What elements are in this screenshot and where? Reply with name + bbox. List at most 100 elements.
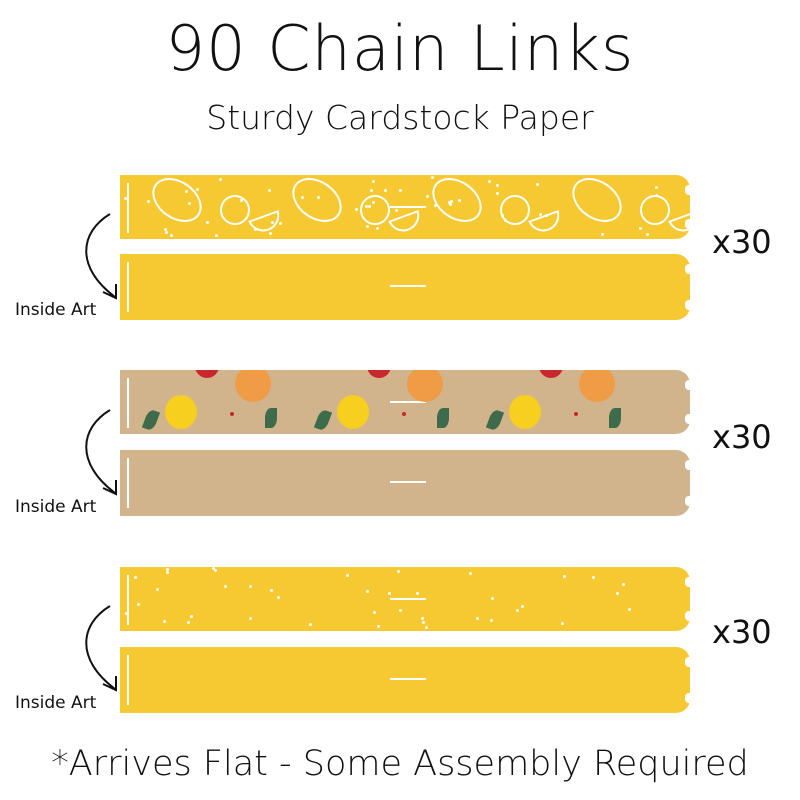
confetti-dot	[165, 568, 169, 572]
dot	[538, 213, 542, 217]
leaf-icon	[141, 408, 161, 432]
dot	[655, 186, 659, 190]
dot	[450, 199, 454, 203]
confetti-dot	[469, 572, 473, 576]
dot	[654, 194, 658, 198]
confetti-dot	[376, 625, 380, 629]
dot	[394, 208, 398, 212]
dot	[426, 194, 430, 198]
leaf-icon	[609, 408, 621, 428]
dot	[372, 201, 376, 205]
dot	[368, 205, 372, 209]
confetti-dot	[490, 596, 494, 600]
dot	[215, 234, 219, 238]
apple-slice-icon	[195, 370, 219, 378]
curved-arrow-icon	[85, 605, 117, 692]
confetti-dot	[248, 584, 252, 588]
count-label: x30	[712, 613, 772, 651]
curved-arrow-icon	[85, 409, 117, 496]
dot	[354, 208, 358, 212]
dot	[267, 189, 271, 193]
leaf-icon	[485, 408, 505, 432]
inside-art-label: Inside Art	[15, 300, 97, 320]
confetti-dot	[270, 588, 274, 592]
inside-art-label: Inside Art	[15, 497, 97, 517]
dot	[496, 184, 500, 188]
dot	[279, 221, 283, 225]
dot	[163, 227, 167, 231]
confetti-dot	[627, 607, 631, 611]
lemon-icon	[165, 395, 197, 429]
dot	[501, 213, 505, 217]
confetti-dot	[187, 620, 191, 624]
confetti-dot	[489, 619, 493, 623]
confetti-dot	[163, 619, 167, 623]
inside-art-label: Inside Art	[15, 693, 97, 713]
count-label: x30	[712, 418, 772, 456]
dot	[372, 180, 376, 184]
leaf-icon	[313, 408, 333, 432]
dot	[365, 225, 369, 229]
count-label: x30	[712, 223, 772, 261]
dot	[369, 188, 373, 192]
lemon-icon	[509, 395, 541, 429]
chain-link-inside-yellow	[120, 647, 690, 713]
confetti-dot	[398, 609, 402, 613]
confetti-dot	[276, 596, 280, 600]
dot	[164, 230, 168, 234]
dot	[504, 219, 508, 223]
leaf-icon	[437, 408, 449, 428]
confetti-dot	[190, 614, 194, 618]
dot	[600, 233, 604, 237]
confetti-dot	[214, 569, 218, 573]
confetti-dot	[166, 571, 170, 575]
confetti-dot	[422, 621, 426, 625]
dot	[457, 199, 461, 203]
confetti-dot	[366, 589, 370, 593]
dot	[146, 199, 150, 203]
dot	[365, 204, 369, 208]
footer-note: *Arrives Flat - Some Assembly Required	[51, 744, 749, 784]
dot	[433, 204, 437, 208]
swirl-icon	[360, 195, 390, 225]
lemon-icon	[337, 395, 369, 429]
confetti-dot	[396, 570, 400, 574]
dot	[184, 189, 188, 193]
curved-arrow-icon	[85, 213, 117, 300]
lemon-icon	[423, 175, 491, 232]
confetti-dot	[309, 622, 313, 626]
dot	[383, 189, 387, 193]
chain-link-inside-kraft	[120, 450, 690, 516]
dot	[448, 203, 452, 207]
cinnamon-roll-icon	[579, 370, 615, 402]
dot	[496, 191, 500, 195]
swirl-icon	[500, 195, 530, 225]
swirl-icon	[220, 195, 250, 225]
dot	[269, 232, 273, 236]
confetti-dot	[562, 575, 566, 579]
lemon-icon	[283, 175, 351, 232]
dot	[253, 228, 257, 232]
chain-link-inside-yellow	[120, 254, 690, 320]
confetti-dot	[133, 576, 137, 580]
berry-icon	[230, 412, 234, 416]
confetti-dot	[521, 605, 525, 609]
berry-icon	[574, 412, 578, 416]
dot	[430, 176, 434, 180]
dot	[375, 227, 379, 231]
confetti-dot	[387, 591, 391, 595]
dot	[488, 179, 492, 183]
confetti-dot	[124, 612, 128, 616]
confetti-dot	[212, 567, 216, 571]
dot	[218, 178, 222, 181]
subtitle: Sturdy Cardstock Paper	[206, 98, 594, 137]
confetti-dot	[515, 608, 519, 612]
confetti-dot	[155, 588, 159, 592]
lemon-slice-icon	[668, 210, 690, 236]
swirl-icon	[640, 195, 670, 225]
confetti-dot	[415, 592, 419, 596]
cinnamon-roll-icon	[235, 370, 271, 402]
apple-slice-icon	[367, 370, 391, 378]
dot	[196, 188, 200, 192]
cinnamon-roll-icon	[407, 370, 443, 402]
